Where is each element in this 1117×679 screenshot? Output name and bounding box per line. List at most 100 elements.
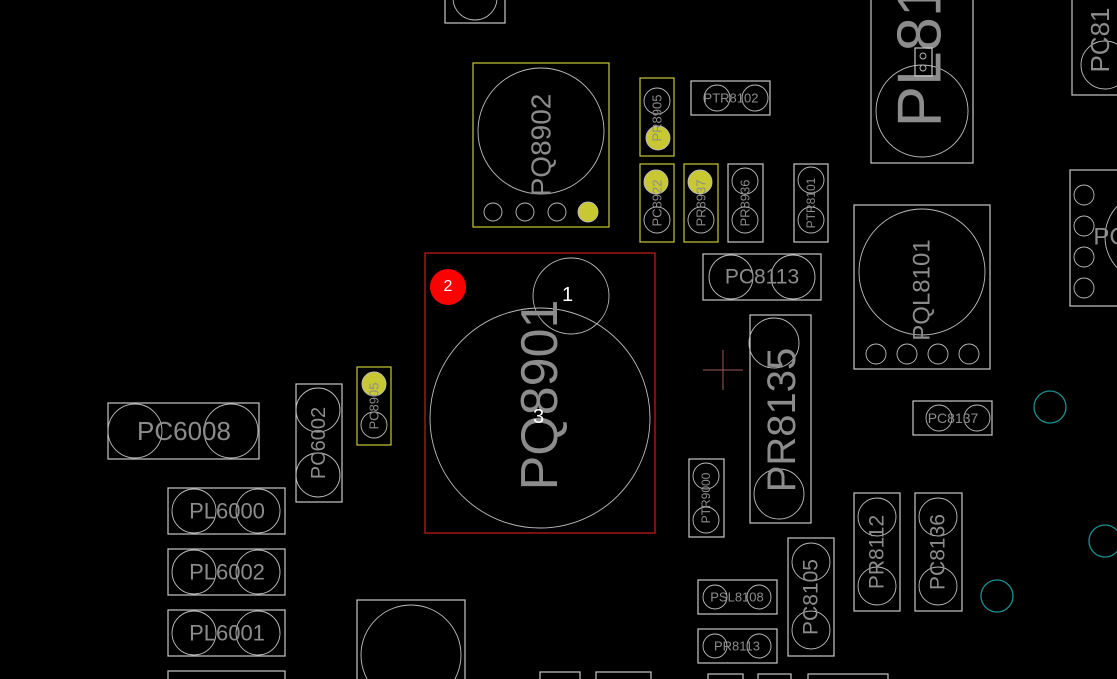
pad[interactable] [687, 169, 713, 195]
partial-component[interactable] [807, 673, 889, 679]
component-pc8905[interactable]: PC8905 [356, 366, 392, 446]
via[interactable] [1033, 390, 1067, 424]
pad[interactable] [791, 542, 831, 582]
component-ptr9000[interactable]: PTR9000 [688, 458, 725, 538]
component-pc8113[interactable]: PC8113 [702, 253, 822, 301]
pad[interactable] [731, 206, 759, 234]
pad[interactable] [1073, 184, 1095, 206]
pad[interactable] [703, 84, 731, 112]
pad[interactable] [731, 167, 759, 195]
pad[interactable] [643, 169, 669, 195]
pad[interactable] [746, 633, 772, 659]
pad[interactable] [918, 497, 958, 537]
pad[interactable] [235, 488, 281, 534]
pad[interactable] [645, 125, 671, 151]
pad[interactable] [857, 497, 897, 537]
component-pc81[interactable]: PC81 [1071, 0, 1117, 96]
pad[interactable] [919, 64, 927, 72]
pad[interactable] [896, 343, 918, 365]
pad[interactable] [235, 549, 281, 595]
component-pl6000[interactable]: PL6000 [167, 487, 286, 535]
pad[interactable] [958, 343, 980, 365]
partial-component[interactable] [707, 673, 744, 679]
component-pr8112[interactable]: PR8112 [853, 492, 901, 612]
pad[interactable] [360, 411, 388, 439]
component-pc6002[interactable]: PC6002 [295, 383, 343, 503]
pad[interactable] [547, 202, 567, 222]
pad[interactable] [858, 208, 986, 336]
pad[interactable] [483, 202, 503, 222]
via[interactable] [980, 579, 1014, 613]
pad[interactable] [741, 84, 769, 112]
via[interactable] [1088, 524, 1117, 558]
partial-component[interactable] [444, 0, 506, 24]
pad[interactable] [203, 403, 259, 459]
component-pl6002[interactable]: PL6002 [167, 548, 286, 596]
pad[interactable] [753, 468, 805, 520]
pad[interactable] [1073, 277, 1095, 299]
pad[interactable] [925, 404, 953, 432]
component-pc8137[interactable]: PC8137 [912, 400, 993, 436]
pad[interactable] [692, 506, 720, 534]
component-pq8902[interactable]: PQ8902 [472, 62, 610, 228]
pad[interactable] [919, 52, 927, 60]
pad[interactable] [702, 584, 728, 610]
pad[interactable] [865, 343, 887, 365]
pad[interactable] [748, 317, 800, 369]
component-pql8101[interactable]: PQL8101 [853, 204, 991, 370]
partial-component[interactable] [539, 671, 581, 679]
pad[interactable] [429, 307, 651, 529]
pad[interactable] [577, 201, 599, 223]
pad[interactable] [235, 610, 281, 656]
pad[interactable] [1073, 215, 1095, 237]
pad[interactable] [360, 604, 462, 679]
component-pl6001[interactable]: PL6001 [167, 609, 286, 657]
pad[interactable] [692, 462, 720, 490]
pad[interactable] [857, 566, 897, 606]
pad[interactable] [295, 387, 341, 433]
pad[interactable] [791, 610, 831, 650]
partial-component[interactable] [167, 670, 286, 679]
partial-component[interactable] [356, 599, 466, 679]
partial-component[interactable] [757, 673, 792, 679]
component-pc8105[interactable]: PC8105 [787, 537, 835, 657]
pad[interactable] [963, 404, 991, 432]
component-pc_right[interactable]: PC [1069, 169, 1117, 307]
pad[interactable] [797, 206, 825, 234]
pad[interactable] [1104, 192, 1117, 282]
pad[interactable] [171, 488, 217, 534]
component-psl8108[interactable]: PSL8108 [697, 579, 778, 615]
component-ptr8101[interactable]: PTR8101 [793, 163, 829, 243]
component-pr8937[interactable]: PR8937 [683, 163, 719, 243]
component-pr8135[interactable]: PR8135 [748, 314, 812, 524]
pad[interactable] [532, 257, 610, 335]
pad[interactable] [643, 206, 671, 234]
component-pl81[interactable]: PL81 [870, 0, 974, 164]
pad[interactable] [171, 549, 217, 595]
partial-component[interactable] [595, 671, 652, 679]
pad[interactable] [1073, 246, 1095, 268]
small-pad[interactable] [914, 47, 933, 77]
component-ptr8102[interactable]: PTR8102 [690, 80, 771, 116]
pad[interactable] [770, 254, 816, 300]
component-pc6008[interactable]: PC6008 [107, 402, 260, 460]
component-pq8901[interactable]: PQ8901 [424, 252, 656, 534]
pad[interactable] [702, 633, 728, 659]
pad[interactable] [515, 202, 535, 222]
pad[interactable] [295, 452, 341, 498]
component-pr8936[interactable]: PR8936 [727, 163, 764, 243]
pin-marker-2[interactable]: 2 [430, 269, 466, 305]
pad[interactable] [918, 566, 958, 606]
pad[interactable] [643, 87, 671, 115]
pad[interactable] [361, 371, 387, 397]
pad[interactable] [477, 67, 605, 195]
component-pc8136[interactable]: PC8136 [914, 492, 963, 612]
pad[interactable] [1080, 40, 1117, 90]
component-pr8113[interactable]: PR8113 [697, 628, 778, 664]
pad[interactable] [746, 584, 772, 610]
pad[interactable] [171, 610, 217, 656]
pad[interactable] [107, 403, 163, 459]
component-pc8922[interactable]: PC8922 [639, 163, 675, 243]
component-pr8905[interactable]: PR8905 [639, 77, 675, 157]
